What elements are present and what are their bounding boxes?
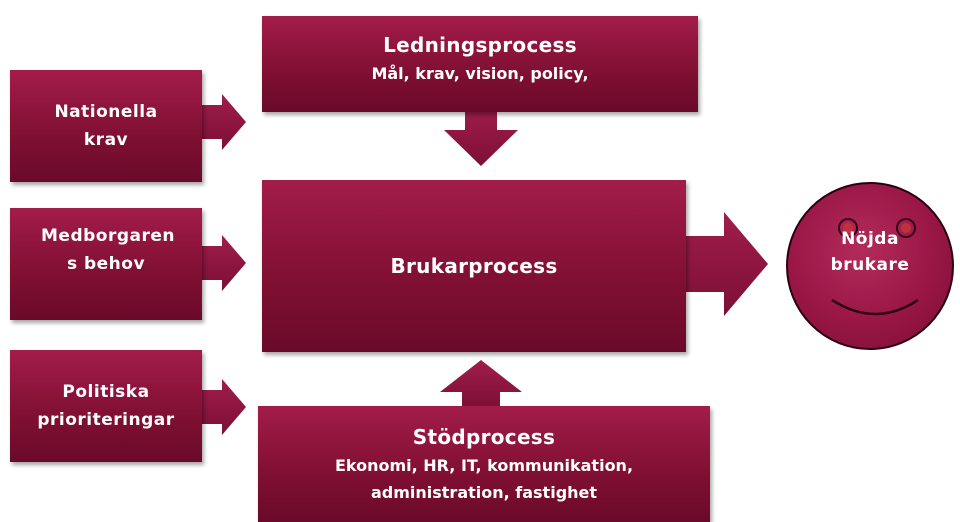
medborgarens-behov-label: Medborgaren s behov xyxy=(41,226,176,274)
right-eye-icon xyxy=(896,218,916,238)
nationella-krav-label: Nationella krav xyxy=(54,102,158,150)
nojda-brukare-label: Nöjda brukare xyxy=(830,229,910,275)
stodprocess-title: Stödprocess xyxy=(412,425,556,449)
stodprocess-box: Stödprocess Ekonomi, HR, IT, kommunikati… xyxy=(258,406,710,522)
arrow-medborgaren-to-brukar xyxy=(202,235,246,291)
arrow-ledning-to-brukar xyxy=(444,108,518,166)
politiska-prioriteringar-label: Politiska prioriteringar xyxy=(37,382,175,430)
arrow-stod-to-brukar xyxy=(440,360,522,408)
nationella-krav-box: Nationella krav xyxy=(10,70,202,182)
politiska-prioriteringar-box: Politiska prioriteringar xyxy=(10,350,202,462)
smile-mouth-icon xyxy=(831,298,919,316)
right-eye-inner xyxy=(901,223,911,233)
ledningsprocess-title: Ledningsprocess xyxy=(383,33,577,57)
ledningsprocess-box: Ledningsprocess Mål, krav, vision, polic… xyxy=(262,16,698,112)
brukarprocess-title: Brukarprocess xyxy=(390,254,558,278)
stodprocess-line1: Ekonomi, HR, IT, kommunikation, xyxy=(334,456,634,475)
arrow-brukar-to-nojda xyxy=(686,212,768,316)
medborgarens-behov-box: Medborgaren s behov xyxy=(10,208,202,320)
left-eye-icon xyxy=(838,218,858,238)
ledningsprocess-subtitle: Mål, krav, vision, policy, xyxy=(371,64,589,83)
smiley-features xyxy=(831,218,919,316)
stodprocess-line2: administration, fastighet xyxy=(370,483,598,502)
nojda-brukare-smiley: Nöjda brukare xyxy=(786,182,954,350)
left-eye-inner xyxy=(843,223,853,233)
brukarprocess-box: Brukarprocess xyxy=(262,180,686,352)
arrow-nationella-to-ledning xyxy=(202,94,246,150)
arrow-politiska-to-stod xyxy=(202,379,246,435)
